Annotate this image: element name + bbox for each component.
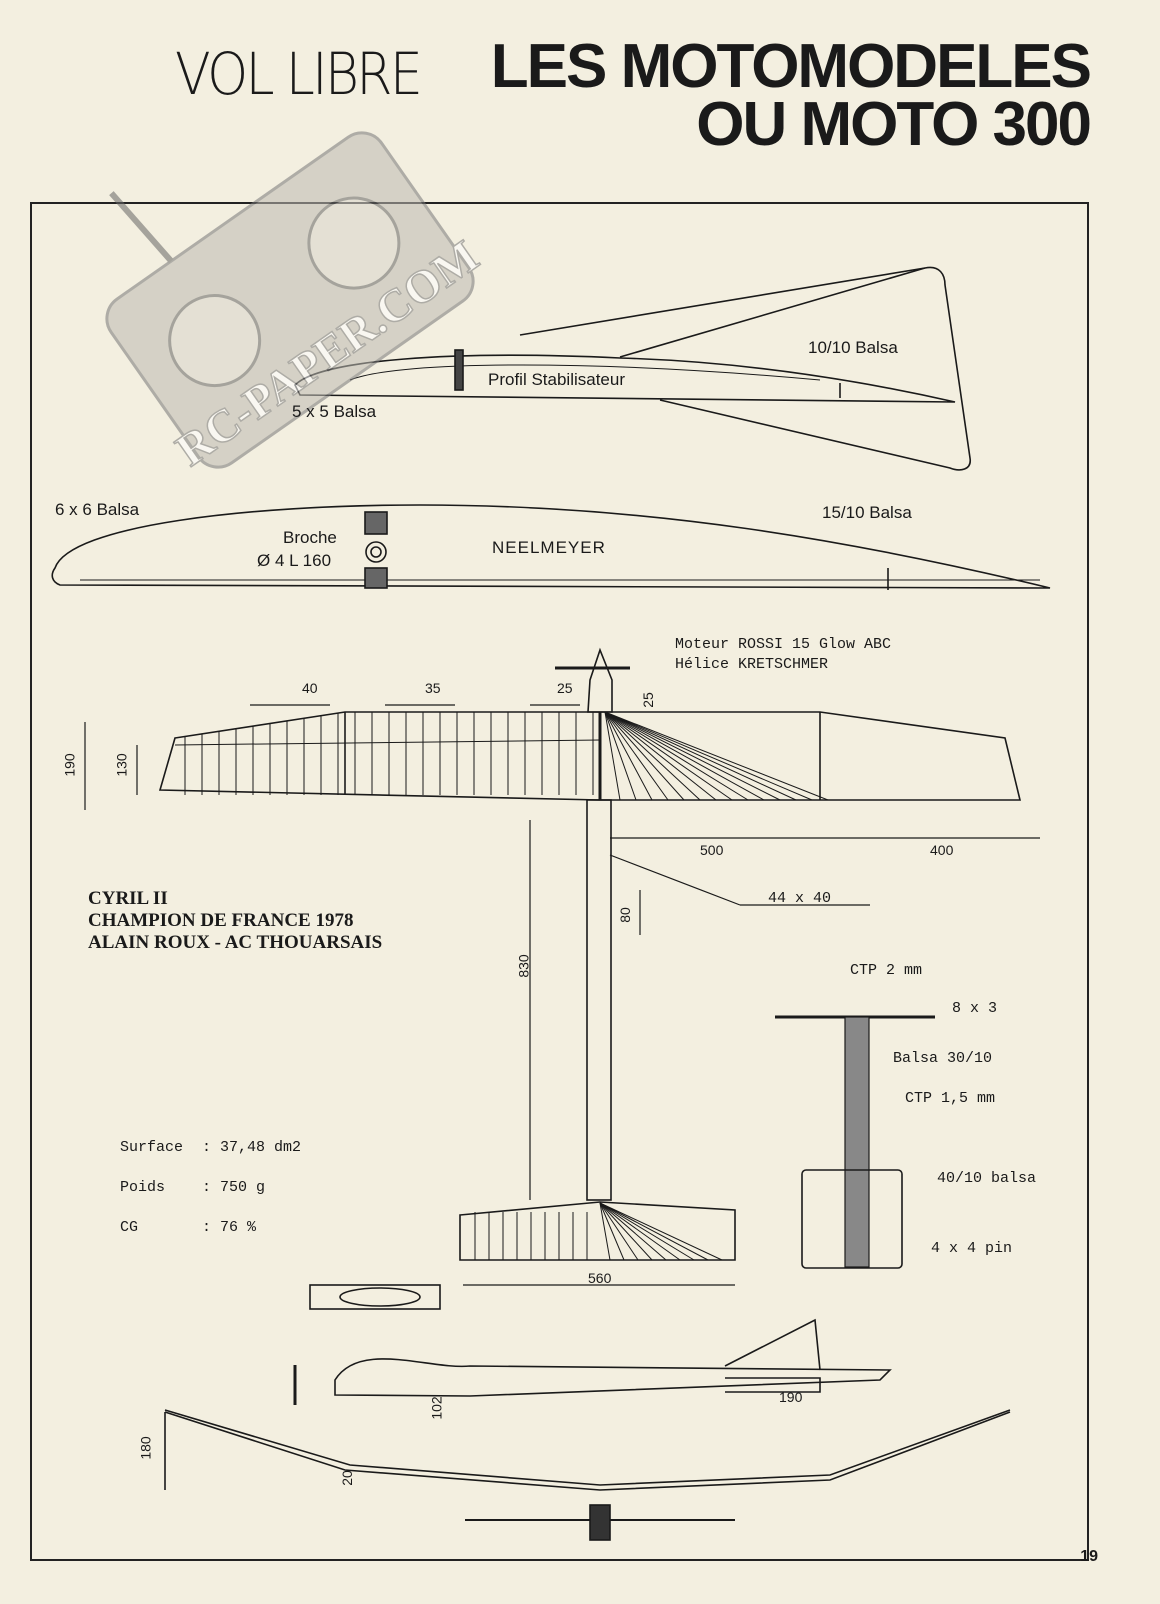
balsa40-label: 40/10 balsa (937, 1170, 1037, 1187)
profile-name-label: NEELMEYER (492, 538, 606, 557)
propeller-label: Hélice KRETSCHMER (675, 656, 829, 673)
spec-row-cg: CG: 76 % (120, 1219, 257, 1236)
front-view-drawing (164, 1409, 1011, 1541)
stab-profile-label: Profil Stabilisateur (488, 370, 626, 389)
spec-row-poids: Poids: 750 g (120, 1179, 266, 1196)
dim-35: 35 (425, 680, 441, 696)
pin-label: 4 x 4 pin (931, 1240, 1013, 1257)
model-award: CHAMPION DE FRANCE 1978 (88, 910, 354, 931)
model-name: CYRIL II (88, 888, 168, 909)
dim-500: 500 (700, 842, 724, 858)
fuselage-section-drawing (775, 1015, 935, 1269)
broche-label: Broche (283, 528, 337, 547)
title-line-2: OU MOTO 300 (696, 90, 1092, 159)
dimension-lines (84, 704, 1040, 1286)
stab-le-label: 5 x 5 Balsa (292, 402, 377, 421)
radio-transmitter-icon: RC-PAPER.COM (105, 131, 488, 476)
stringer-label: 8 x 3 (952, 1000, 998, 1017)
engine-label: Moteur ROSSI 15 Glow ABC (675, 636, 892, 653)
ctp15-label: CTP 1,5 mm (905, 1090, 996, 1107)
stab-skin-label: 10/10 Balsa (808, 338, 898, 357)
wing-skin-label: 15/10 Balsa (822, 503, 912, 522)
model-author: ALAIN ROUX - AC THOUARSAIS (88, 932, 383, 953)
dim-830: 830 (515, 954, 532, 978)
plan-frame (30, 202, 1089, 1561)
dim-190: 190 (61, 753, 78, 777)
dim-400: 400 (930, 842, 954, 858)
model-title: CYRIL II CHAMPION DE FRANCE 1978 ALAIN R… (88, 888, 382, 954)
dim-25-b: 25 (639, 692, 656, 708)
wing-plan-drawing (158, 711, 1022, 801)
fuselage-section-label: 44 x 40 (768, 890, 832, 907)
dim-190-tail: 190 (779, 1389, 803, 1405)
dim-130: 130 (113, 753, 130, 777)
dim-20: 20 (338, 1470, 355, 1486)
wing-le-label: 6 x 6 Balsa (55, 500, 140, 519)
ctp2-label: CTP 2 mm (850, 962, 923, 979)
balsa30-label: Balsa 30/10 (893, 1050, 993, 1067)
title-line-1: LES MOTOMODELES (490, 32, 1092, 101)
dim-40: 40 (302, 680, 318, 696)
dim-25-a: 25 (557, 680, 573, 696)
dim-102: 102 (428, 1396, 445, 1420)
page-title: LES MOTOMODELES OU MOTO 300 (490, 32, 1092, 159)
fuselage-plan-drawing (459, 647, 736, 1261)
dim-80: 80 (616, 907, 633, 923)
broche-dim-label: Ø 4 L 160 (257, 551, 332, 570)
spec-table: Surface: 37,48 dm2 Poids: 750 g CG: 76 % (120, 1128, 301, 1248)
stab-profile-drawing (294, 266, 971, 471)
wing-profile-drawing (51, 504, 1051, 590)
dim-180: 180 (137, 1436, 154, 1460)
section-kicker: VOL LIBRE (175, 40, 423, 108)
spec-row-surface: Surface: 37,48 dm2 (120, 1139, 302, 1156)
side-view-drawing (293, 1284, 892, 1405)
page-number: 19 (1080, 1548, 1098, 1565)
dim-560: 560 (588, 1270, 612, 1286)
